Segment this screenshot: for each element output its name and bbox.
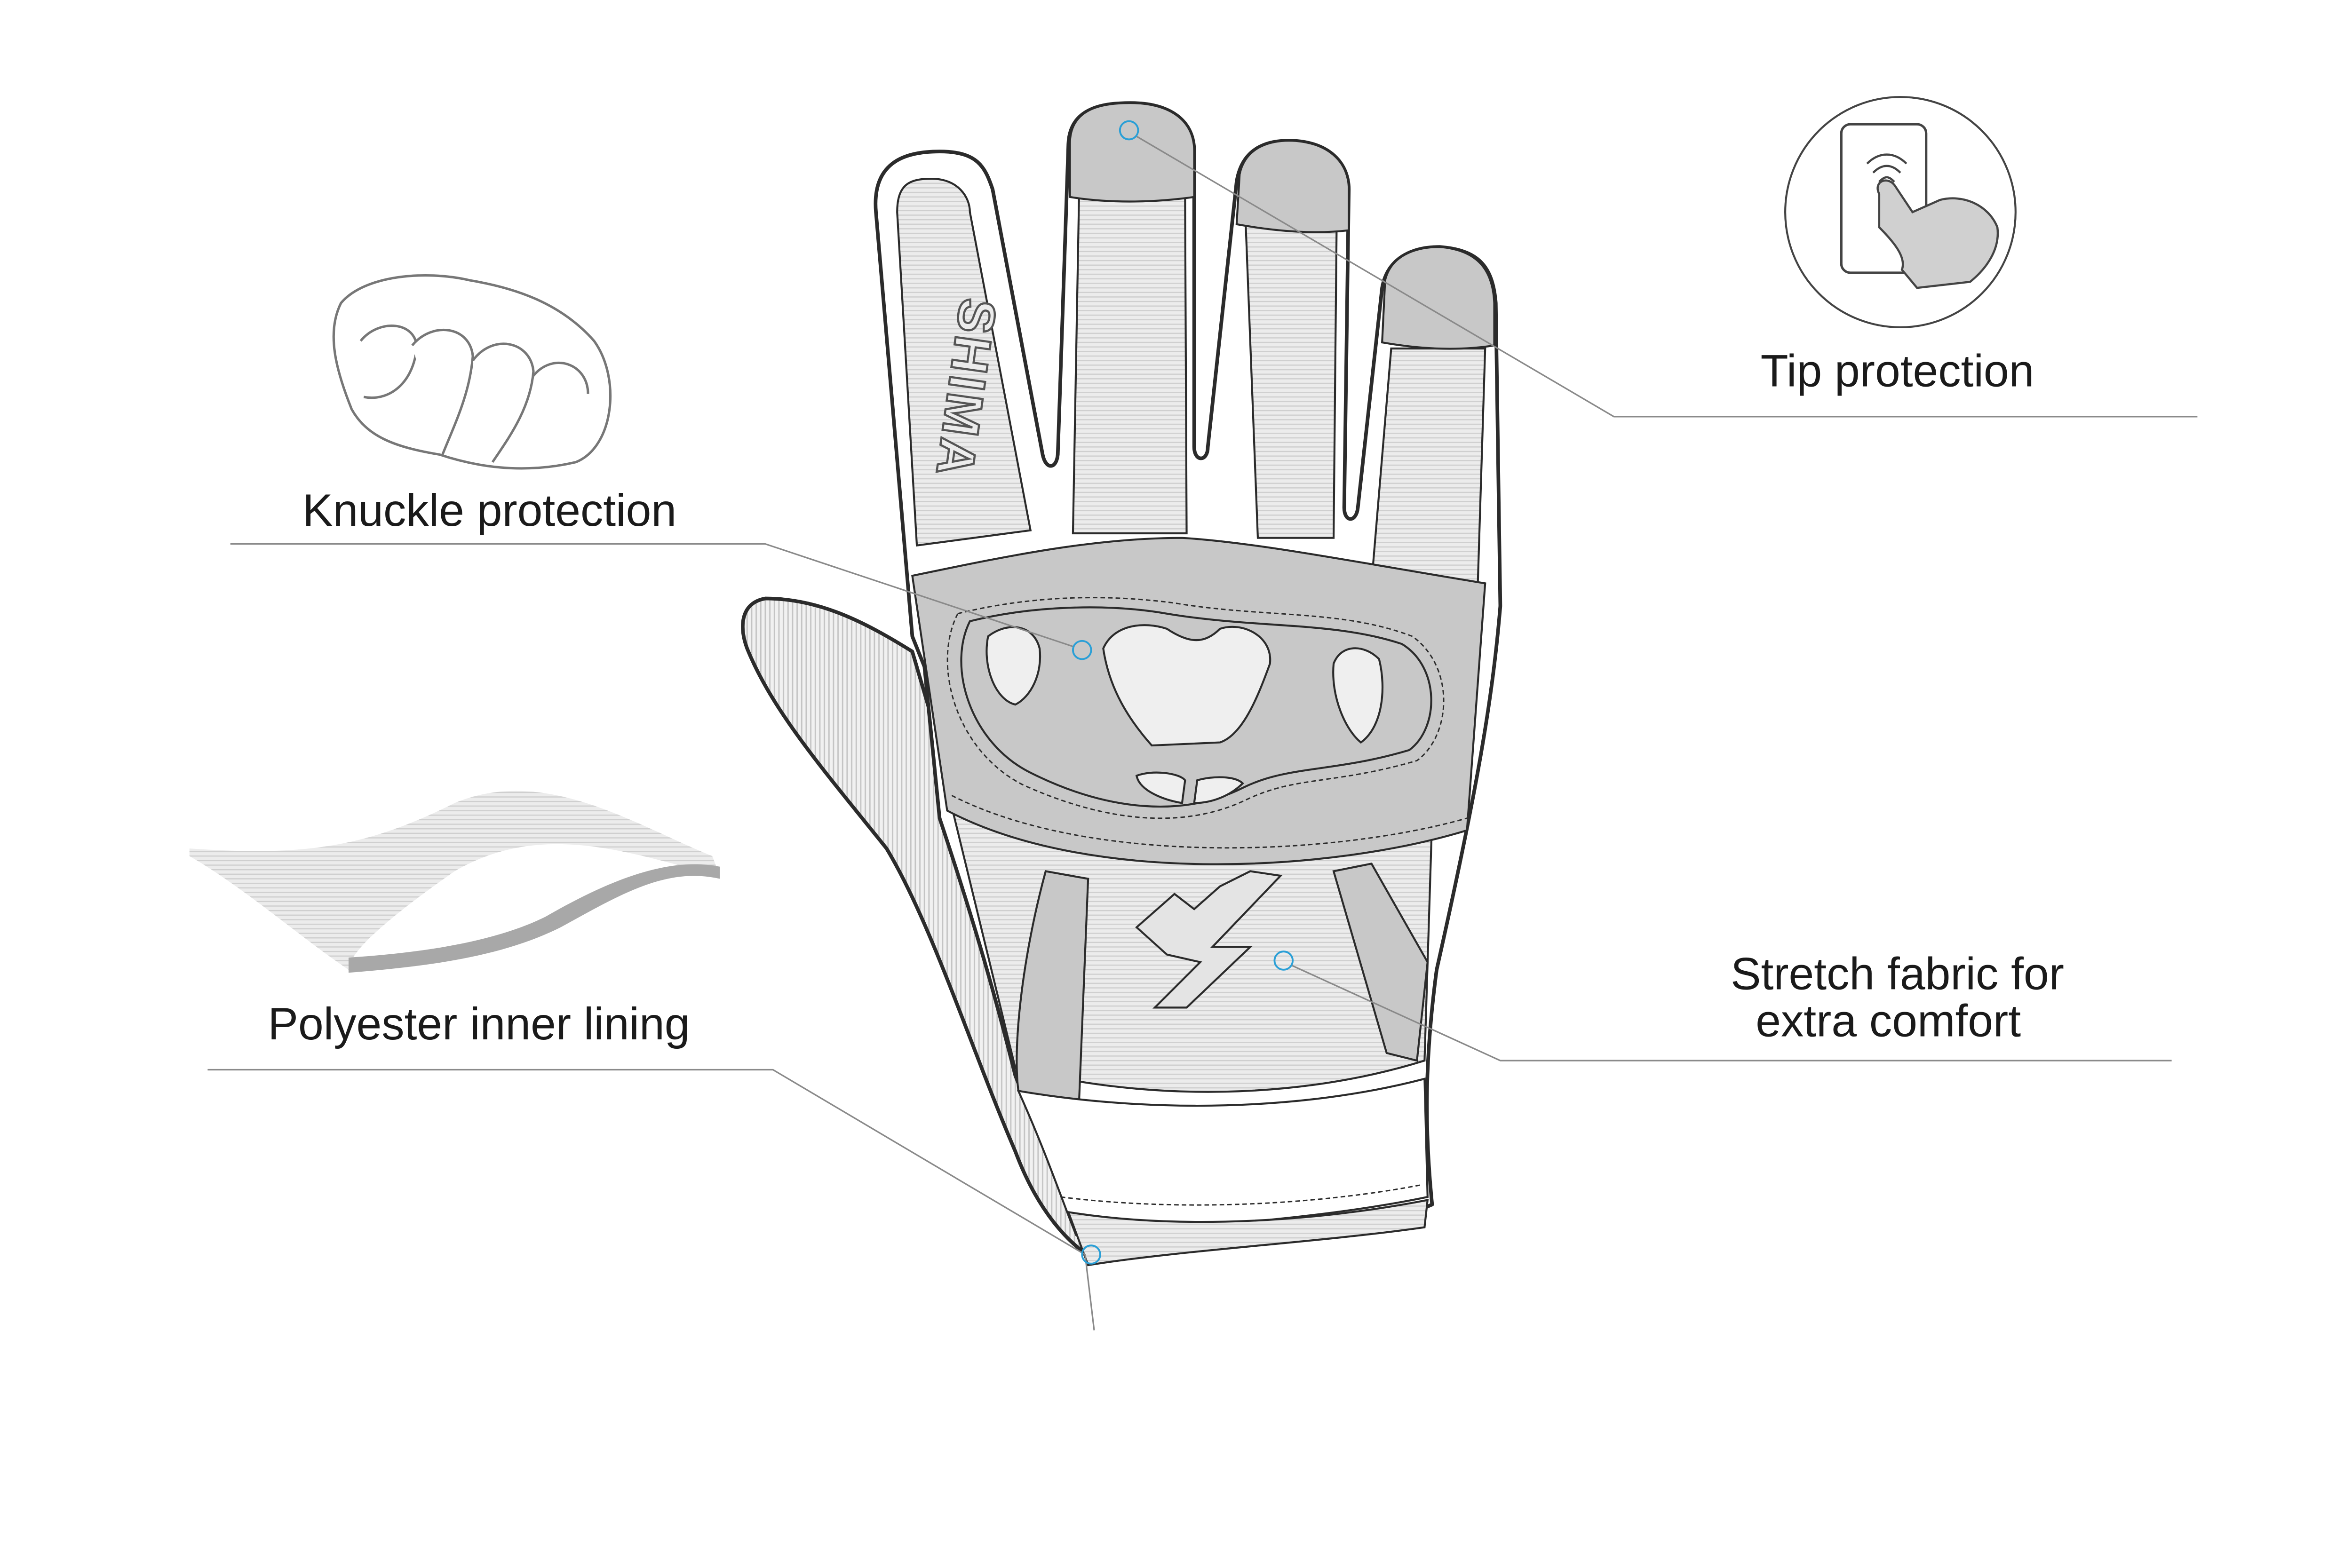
cuff-hem [1067,1198,1429,1267]
stretch-fabric-label-line1: Stretch fabric for [1731,949,2064,999]
glove-illustration: SHIMA [741,101,1502,1267]
tip-marker [1119,120,1139,141]
knuckle-marker [1072,640,1092,660]
fingertip-index [1381,246,1495,350]
stretch-marker [1273,950,1294,971]
fabric-layer-icon [189,791,720,973]
middle-insert [1245,223,1338,539]
knuckle-guard-dash [946,597,1445,819]
knuckle-vent-2 [1193,776,1244,804]
lining-leader [207,1069,1095,1330]
ring-insert [1072,196,1188,535]
pinky-insert [896,178,1032,547]
knuckle-insert-2 [1102,624,1271,747]
knuckle-protection-label: Knuckle protection [302,485,676,536]
knuckle-guard-outline [960,606,1432,808]
fingertip-ring [1069,102,1195,203]
palm-strap-left [1016,870,1089,1104]
glove-feature-diagram: SHIMA [189,96,2198,1330]
fingertip-middle [1235,140,1350,233]
index-insert [1370,347,1486,592]
knuckle-panel-stitch [951,795,1467,849]
knuckle-leader [230,543,1075,648]
lining-marker [1081,1244,1101,1265]
knuckle-insert-3 [1332,647,1383,744]
leader-lines [207,120,2198,1330]
stretch-fabric-label-line2: extra comfort [1756,996,2021,1046]
palm-strap-right [1332,862,1429,1062]
fist-icon [332,274,612,470]
knuckle-insert-1 [985,626,1041,706]
polyester-lining-label: Polyester inner lining [268,999,690,1049]
h-logo [1135,870,1283,1009]
tip-protection-label: Tip protection [1761,346,2034,396]
tip-leader [1136,135,2198,418]
touchscreen-phone-icon [1784,96,2017,328]
thumb [741,596,1093,1259]
stretch-leader [1291,964,2172,1061]
knuckle-vent-1 [1135,771,1186,804]
